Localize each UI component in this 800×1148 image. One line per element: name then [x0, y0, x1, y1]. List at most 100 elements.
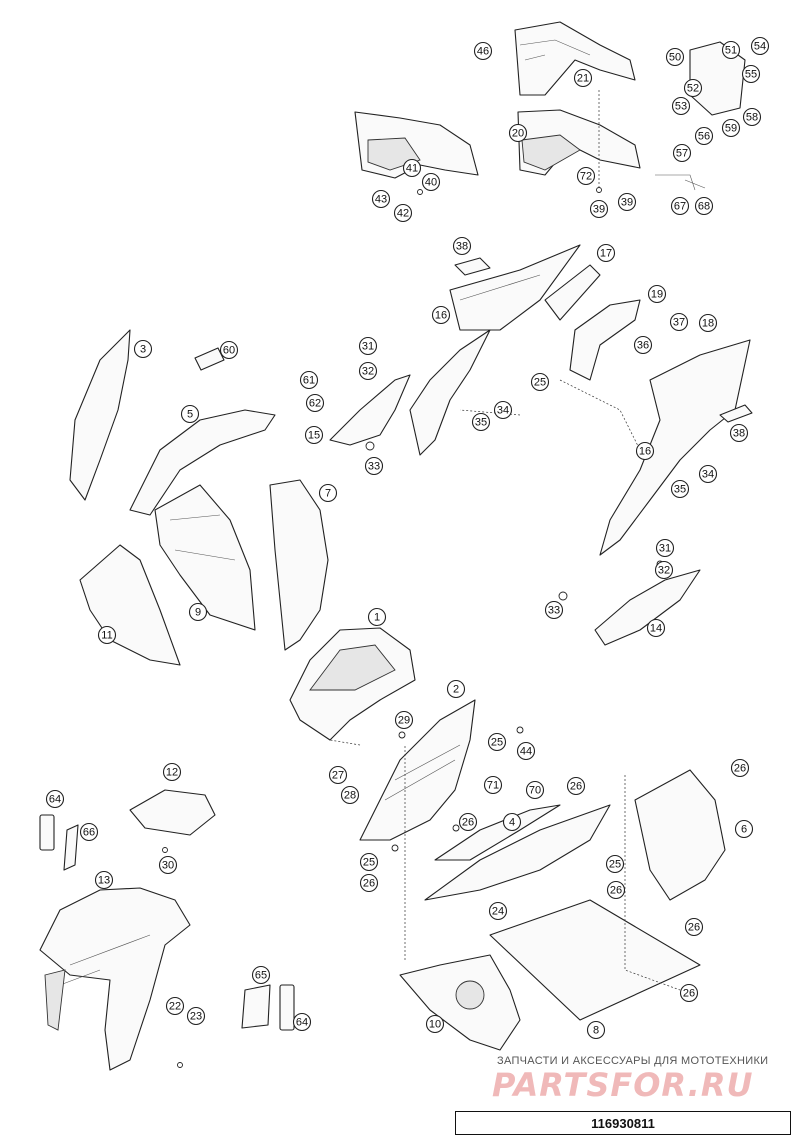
callout-71: 71 [483, 775, 503, 795]
callout-circle [158, 855, 178, 875]
callout-24: 24 [488, 901, 508, 921]
callout-number: 25 [609, 859, 621, 871]
callout-number: 2 [453, 684, 459, 696]
callout-number: 64 [49, 794, 61, 806]
callout-number: 53 [675, 101, 687, 113]
callout-8: 8 [586, 1020, 606, 1040]
callout-circle [393, 203, 413, 223]
callout-circle [672, 143, 692, 163]
reference-number-box: 116930811 [455, 1111, 791, 1135]
callout-6: 6 [734, 819, 754, 839]
callout-circle [425, 1014, 445, 1034]
callout-circle [452, 236, 472, 256]
callout-39: 39 [617, 192, 637, 212]
callout-circle [655, 538, 675, 558]
callout-number: 34 [702, 469, 714, 481]
callout-number: 13 [98, 875, 110, 887]
callout-62: 62 [305, 393, 325, 413]
callout-44: 44 [516, 741, 536, 761]
callout-circle [292, 1012, 312, 1032]
callout-number: 25 [363, 857, 375, 869]
callout-25: 25 [487, 732, 507, 752]
callout-67: 67 [670, 196, 690, 216]
callout-53: 53 [671, 96, 691, 116]
callout-31: 31 [655, 538, 675, 558]
callout-number: 24 [492, 906, 504, 918]
callout-number: 20 [512, 128, 524, 140]
callout-number: 70 [529, 785, 541, 797]
callout-circle [596, 243, 616, 263]
reference-number: 116930811 [591, 1115, 655, 1131]
callout-circle [186, 1006, 206, 1026]
callout-22: 22 [165, 996, 185, 1016]
callout-38: 38 [452, 236, 472, 256]
callout-number: 27 [332, 770, 344, 782]
watermark-tagline: ЗАПЧАСТИ И АКСЕССУАРЫ ДЛЯ МОТОТЕХНИКИ [497, 1055, 769, 1067]
callout-38: 38 [729, 423, 749, 443]
callout-20: 20 [508, 123, 528, 143]
callout-33: 33 [364, 456, 384, 476]
callout-circle [359, 873, 379, 893]
callout-11: 11 [97, 625, 117, 645]
callout-number: 12 [166, 767, 178, 779]
callout-9: 9 [188, 602, 208, 622]
callout-30: 30 [158, 855, 178, 875]
callout-number: 14 [650, 623, 662, 635]
callout-circle [318, 483, 338, 503]
callout-number: 72 [580, 171, 592, 183]
callout-5: 5 [180, 404, 200, 424]
callout-circle [670, 196, 690, 216]
callout-16: 16 [635, 441, 655, 461]
callout-72: 72 [576, 166, 596, 186]
callout-circle [670, 479, 690, 499]
callout-circle [219, 340, 239, 360]
callout-number: 59 [725, 123, 737, 135]
callout-number: 35 [475, 417, 487, 429]
callout-number: 56 [698, 131, 710, 143]
callout-circle [402, 158, 422, 178]
callout-26: 26 [730, 758, 750, 778]
callout-circle [133, 339, 153, 359]
callout-number: 4 [509, 817, 515, 829]
callout-4: 4 [502, 812, 522, 832]
callout-13: 13 [94, 870, 114, 890]
callout-number: 51 [725, 45, 737, 57]
callout-circle [97, 625, 117, 645]
callout-number: 36 [637, 340, 649, 352]
callout-number: 1 [374, 612, 380, 624]
callout-number: 46 [477, 46, 489, 58]
callout-number: 26 [688, 922, 700, 934]
callout-circle [431, 305, 451, 325]
callout-circle [305, 393, 325, 413]
callout-17: 17 [596, 243, 616, 263]
callout-35: 35 [471, 412, 491, 432]
callout-circle [730, 758, 750, 778]
callout-number: 39 [621, 197, 633, 209]
callout-number: 10 [429, 1019, 441, 1031]
callout-2: 2 [446, 679, 466, 699]
callout-number: 28 [344, 790, 356, 802]
callout-number: 57 [676, 148, 688, 160]
callout-circle [359, 852, 379, 872]
callout-number: 16 [639, 446, 651, 458]
callout-26: 26 [566, 776, 586, 796]
callout-circle [698, 464, 718, 484]
callout-26: 26 [679, 983, 699, 1003]
callout-circle [473, 41, 493, 61]
callout-28: 28 [340, 785, 360, 805]
callout-number: 17 [600, 248, 612, 260]
callout-number: 9 [195, 607, 201, 619]
callout-circle [679, 983, 699, 1003]
callout-circle [394, 710, 414, 730]
callout-circle [358, 361, 378, 381]
callout-41: 41 [402, 158, 422, 178]
callout-number: 22 [169, 1001, 181, 1013]
callout-circle [79, 822, 99, 842]
callout-52: 52 [683, 78, 703, 98]
callout-number: 50 [669, 52, 681, 64]
callout-circle [589, 199, 609, 219]
callout-circle [483, 775, 503, 795]
callout-number: 5 [187, 409, 193, 421]
callout-number: 34 [497, 405, 509, 417]
callout-circle [694, 126, 714, 146]
